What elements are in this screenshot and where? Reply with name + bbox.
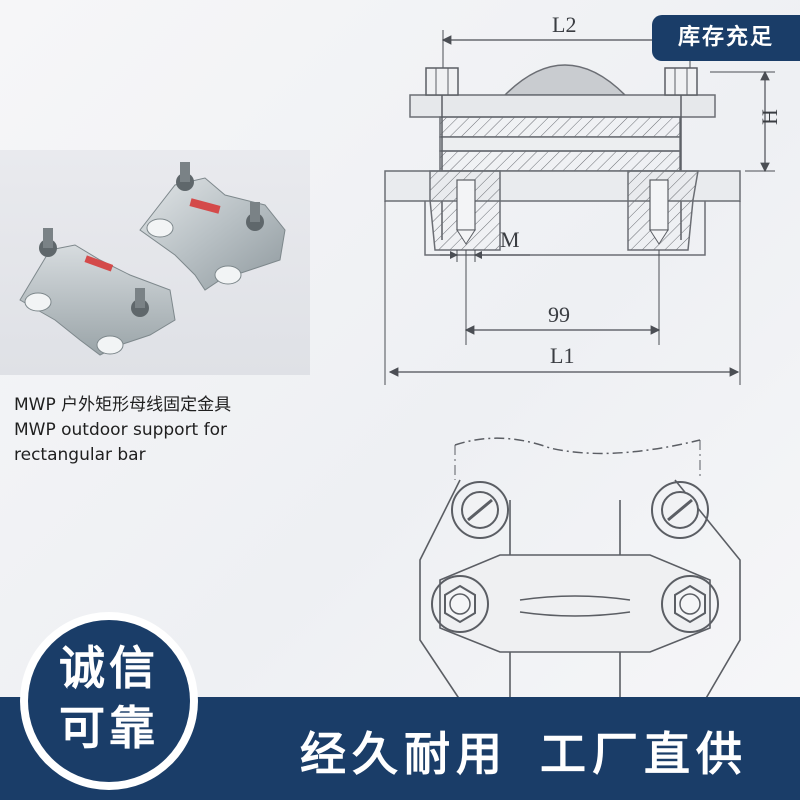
stock-badge: 库存充足 bbox=[652, 15, 800, 61]
bus-bar-support-illustration bbox=[19, 162, 286, 356]
dim-label-h: H bbox=[757, 109, 782, 125]
caption-english-line2: rectangular bar bbox=[14, 445, 146, 465]
dim-label-l1: L1 bbox=[550, 343, 574, 368]
seal-line1: 诚信 bbox=[59, 641, 159, 695]
slogan-factory-direct: 工厂直供 bbox=[540, 727, 748, 781]
integrity-seal: 诚信 可靠 bbox=[28, 620, 190, 782]
caption-english-line1: MWP outdoor support for bbox=[14, 420, 228, 440]
slogan-durable: 经久耐用 bbox=[300, 727, 508, 781]
dim-label-99: 99 bbox=[548, 302, 570, 327]
technical-drawing: L2 H bbox=[360, 0, 800, 701]
seal-line2: 可靠 bbox=[59, 701, 159, 755]
product-photo bbox=[0, 150, 310, 375]
product-caption: MWP 户外矩形母线固定金具 MWP outdoor support for r… bbox=[14, 393, 231, 468]
drawing-svg: L2 H bbox=[384, 12, 782, 701]
caption-chinese: MWP 户外矩形母线固定金具 bbox=[14, 395, 232, 415]
dim-label-m: M bbox=[500, 227, 520, 252]
dim-label-l2: L2 bbox=[552, 12, 576, 37]
